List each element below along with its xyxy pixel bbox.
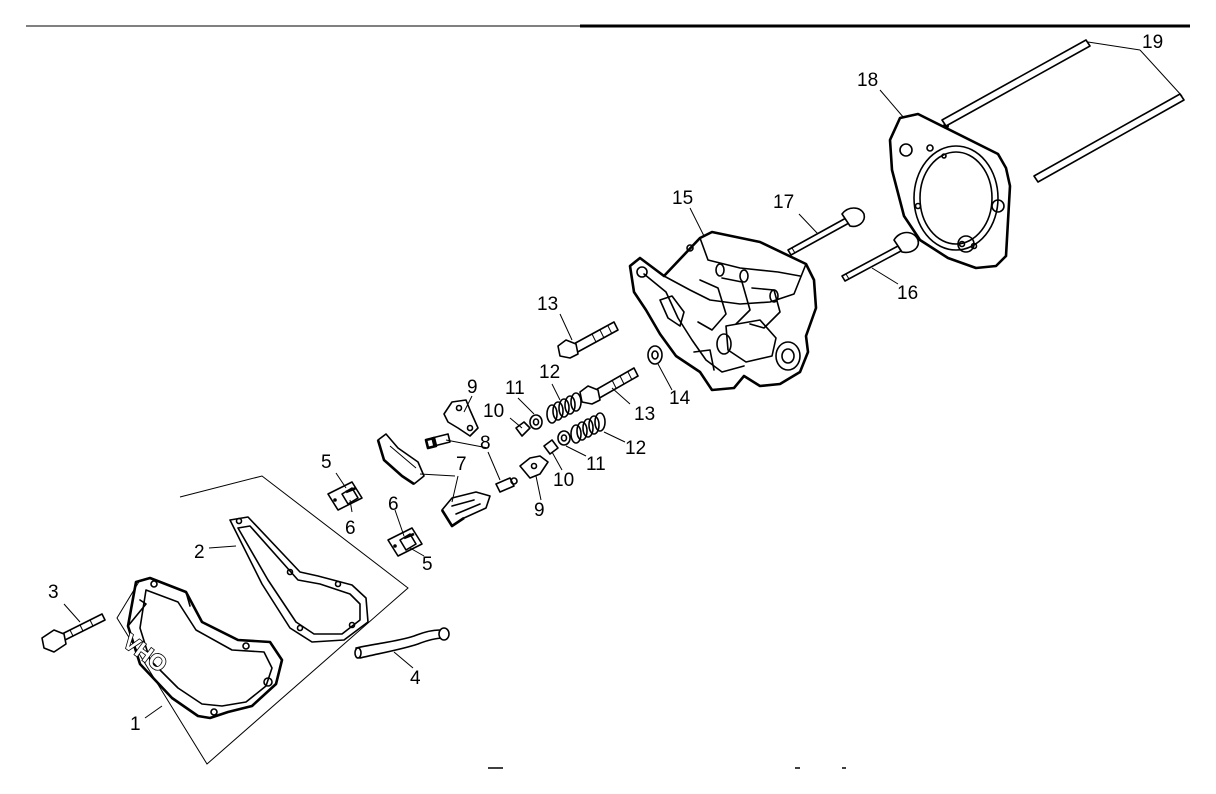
adjusting-screw-upper [424, 433, 451, 450]
callout-1: 1 [130, 714, 141, 735]
valve-spring-upper [546, 392, 582, 424]
callout-7: 7 [456, 454, 467, 475]
spring-retainers [515, 414, 571, 455]
callout-5-lower: 5 [422, 554, 433, 575]
pushrod-upper [941, 39, 1091, 127]
callout-12-lower: 12 [625, 438, 646, 459]
adjusting-screw-lower [495, 477, 518, 493]
callout-2: 2 [194, 542, 205, 563]
kit-frame [116, 475, 409, 765]
breather-hose [354, 627, 450, 659]
rocker-stud-upper [327, 481, 363, 511]
guide-plate-upper [443, 399, 479, 437]
callout-14: 14 [669, 388, 691, 409]
leader-lines [63, 41, 1183, 719]
cylinder-head [628, 230, 818, 392]
callout-13-upper: 13 [537, 294, 558, 315]
callout-10-lower: 10 [553, 470, 574, 491]
callout-18: 18 [857, 70, 878, 91]
rocker-stud-lower [387, 527, 423, 557]
valve-lower [841, 231, 920, 282]
rocker-cover: OHV [117, 576, 284, 720]
callout-17: 17 [773, 192, 794, 213]
callout-19: 19 [1142, 32, 1163, 53]
callouts: 1 2 3 4 5 5 6 6 7 8 9 9 10 10 11 11 12 1… [48, 32, 1163, 735]
pushrod-lower [1033, 93, 1185, 183]
callout-6-upper: 6 [345, 518, 356, 539]
callout-11-lower: 11 [586, 454, 606, 475]
valve-upper [787, 207, 866, 256]
callout-6-lower: 6 [388, 494, 399, 515]
callout-11-upper: 11 [505, 378, 525, 399]
callout-4: 4 [410, 668, 421, 689]
head-gasket [888, 112, 1012, 270]
header-rules [26, 24, 1190, 769]
guide-plate-lower [519, 455, 549, 479]
head-bolt-lower [579, 367, 639, 405]
callout-5-upper: 5 [321, 452, 332, 473]
washer [647, 345, 663, 365]
callout-12-upper: 12 [539, 362, 560, 383]
callout-8: 8 [480, 433, 491, 454]
callout-3: 3 [48, 582, 59, 603]
callout-13-lower: 13 [634, 404, 655, 425]
callout-9-lower: 9 [534, 500, 545, 521]
callout-9-upper: 9 [467, 377, 478, 398]
callout-15: 15 [672, 188, 693, 209]
cover-bolt [41, 613, 106, 653]
rocker-arm-upper [376, 433, 425, 486]
valve-spring-lower [570, 412, 606, 444]
rocker-cover-gasket [229, 516, 369, 643]
callout-16: 16 [897, 283, 918, 304]
callout-10-upper: 10 [483, 401, 504, 422]
rocker-arm-lower [440, 491, 491, 528]
head-bolt-upper [557, 321, 619, 359]
